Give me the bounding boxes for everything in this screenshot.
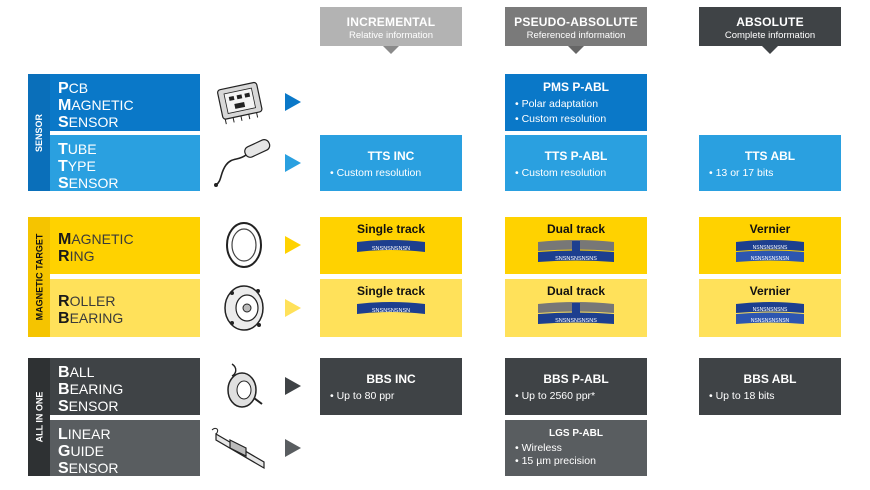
cell-tts-inc: TTS INC • Custom resolution bbox=[320, 135, 462, 191]
row-arrow-icon bbox=[285, 93, 301, 111]
row-label-roller-bearing: ROLLER BEARING bbox=[28, 279, 200, 337]
column-header-absolute: ABSOLUTE Complete information bbox=[699, 7, 841, 54]
svg-text:SNSNSNSNSN: SNSNSNSNSN bbox=[372, 308, 410, 314]
roller-bearing-image bbox=[202, 279, 277, 337]
cell-rb-single-track: Single track SNSNSNSNSN bbox=[320, 279, 462, 337]
header-pointer-icon bbox=[762, 46, 778, 54]
row-arrow-icon bbox=[285, 439, 301, 457]
tube-sensor-image bbox=[202, 135, 277, 191]
cell-mr-single-track: Single track SNSNSNSNSN bbox=[320, 217, 462, 274]
cell-pms-p-abl: PMS P-ABL • Polar adaptation • Custom re… bbox=[505, 74, 647, 131]
cell-bbs-abl: BBS ABL • Up to 18 bits bbox=[699, 358, 841, 415]
svg-text:SNSNSNSNSN: SNSNSNSNSN bbox=[372, 246, 410, 252]
row-label-pms: PCB MAGNETIC SENSOR bbox=[28, 74, 200, 131]
row-arrow-icon bbox=[285, 154, 301, 172]
svg-text:SNSNSNSNSNS: SNSNSNSNSNS bbox=[555, 256, 597, 262]
single-track-strip-icon: SNSNSNSNSN bbox=[357, 240, 425, 252]
cell-tts-abl: TTS ABL • 13 or 17 bits bbox=[699, 135, 841, 191]
dual-track-strip-icon: SNSNSNSNSNS bbox=[538, 240, 614, 262]
column-header-pseudo-absolute: PSEUDO-ABSOLUTE Referenced information bbox=[505, 7, 647, 54]
group-label-magnetic-target-overlay: MAGNETIC TARGET bbox=[34, 233, 45, 321]
cell-rb-dual-track: Dual track SNSNSNSNSNS bbox=[505, 279, 647, 337]
row-label-tts: TUBE TYPE SENSOR bbox=[28, 135, 200, 192]
group-bar-magnetic-target-overlay: MAGNETIC TARGET bbox=[28, 217, 50, 337]
cell-mr-dual-track: Dual track SNSNSNSNSNS bbox=[505, 217, 647, 274]
dual-track-strip-icon: SNSNSNSNSNS bbox=[538, 302, 614, 324]
header-pointer-icon bbox=[568, 46, 584, 54]
pcb-sensor-image bbox=[202, 74, 277, 131]
magnetic-ring-image bbox=[202, 217, 277, 274]
svg-text:NSNSNSNSNSN: NSNSNSNSNSN bbox=[751, 256, 790, 262]
column-title-incremental: INCREMENTAL bbox=[346, 15, 436, 29]
vernier-strip-icon: NSNSNSNSNS NSNSNSNSNSN bbox=[736, 240, 804, 262]
group-label-all-in-one-overlay: ALL IN ONE bbox=[34, 391, 44, 443]
row-label-magnetic-ring: MAGNETIC RING bbox=[28, 217, 200, 274]
svg-text:NSNSNSNSNS: NSNSNSNSNS bbox=[753, 307, 788, 313]
row-label-lgs: LINEAR GUIDE SENSOR bbox=[28, 420, 200, 477]
header-pointer-icon bbox=[383, 46, 399, 54]
ball-bearing-sensor-image bbox=[202, 358, 277, 415]
cell-bbs-p-abl: BBS P-ABL • Up to 2560 ppr* bbox=[505, 358, 647, 415]
row-arrow-icon bbox=[285, 299, 301, 317]
cell-mr-vernier: Vernier NSNSNSNSNS NSNSNSNSNSN bbox=[699, 217, 841, 274]
column-subtitle-incremental: Relative information bbox=[349, 30, 433, 41]
row-label-bbs: BALL BEARING SENSOR bbox=[28, 358, 200, 415]
single-track-strip-icon: SNSNSNSNSN bbox=[357, 302, 425, 314]
column-subtitle-pseudo-absolute: Referenced information bbox=[526, 30, 626, 41]
column-header-incremental: INCREMENTAL Relative information bbox=[320, 7, 462, 54]
cell-bbs-inc: BBS INC • Up to 80 ppr bbox=[320, 358, 462, 415]
column-subtitle-absolute: Complete information bbox=[724, 30, 816, 41]
svg-text:NSNSNSNSNSN: NSNSNSNSNSN bbox=[751, 318, 790, 324]
cell-lgs-p-abl: LGS P-ABL • Wireless • 15 µm precision bbox=[505, 420, 647, 476]
group-bar-sensor-overlay: SENSOR bbox=[28, 74, 50, 191]
cell-rb-vernier: Vernier NSNSNSNSNS NSNSNSNSNSN bbox=[699, 279, 841, 337]
svg-text:SNSNSNSNSNS: SNSNSNSNSNS bbox=[555, 318, 597, 324]
cell-tts-p-abl: TTS P-ABL • Custom resolution bbox=[505, 135, 647, 191]
group-label-sensor-overlay: SENSOR bbox=[34, 113, 45, 152]
group-bar-all-in-one-overlay: ALL IN ONE bbox=[28, 358, 50, 476]
linear-guide-sensor-image bbox=[202, 420, 277, 476]
row-arrow-icon bbox=[285, 236, 301, 254]
vernier-strip-icon: NSNSNSNSNS NSNSNSNSNSN bbox=[736, 302, 804, 324]
svg-text:NSNSNSNSNS: NSNSNSNSNS bbox=[753, 245, 788, 251]
row-arrow-icon bbox=[285, 377, 301, 395]
column-title-absolute: ABSOLUTE bbox=[736, 15, 804, 29]
column-title-pseudo-absolute: PSEUDO-ABSOLUTE bbox=[514, 15, 638, 29]
